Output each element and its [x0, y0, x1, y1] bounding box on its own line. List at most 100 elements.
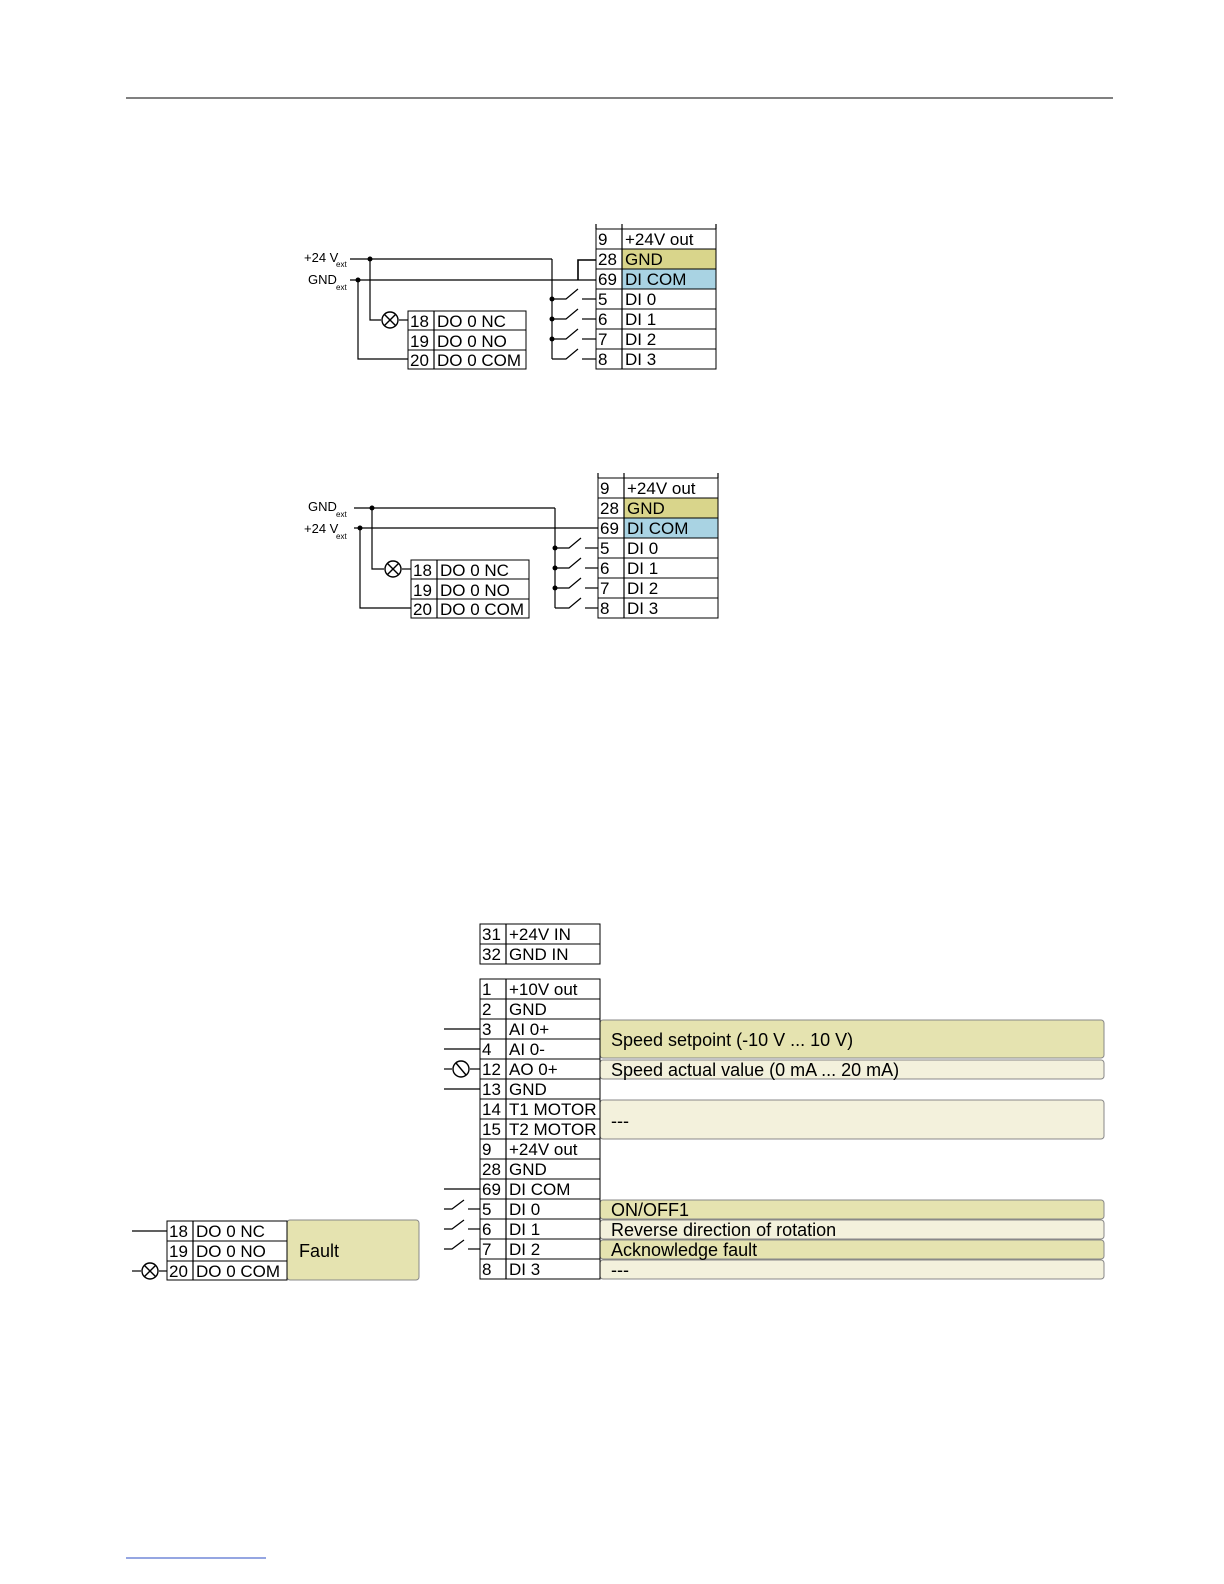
supply-label: GND	[308, 272, 337, 287]
terminal-label: DI 1	[625, 310, 656, 329]
terminal-num: 5	[482, 1200, 491, 1219]
terminal-assignment-diagram: Speed setpoint (-10 V ... 10 V) Speed ac…	[132, 923, 1105, 1281]
function-boxes: Speed setpoint (-10 V ... 10 V) Speed ac…	[599, 1019, 1105, 1280]
terminal-label: AI 0-	[509, 1040, 545, 1059]
terminal-num: 7	[598, 330, 607, 349]
wiring-2	[354, 505, 598, 609]
terminal-label: AI 0+	[509, 1020, 549, 1039]
function-box-di3	[599, 1259, 1105, 1280]
terminal-label: DI 2	[625, 330, 656, 349]
relay-num: 18	[413, 561, 432, 580]
terminal-num: 8	[482, 1260, 491, 1279]
relay-label: DO 0 COM	[196, 1262, 280, 1281]
function-motor-temp: ---	[611, 1111, 629, 1131]
relay-num: 18	[169, 1222, 188, 1241]
relay-num: 20	[413, 600, 432, 619]
terminal-num: 3	[482, 1020, 491, 1039]
terminal-num: 5	[598, 290, 607, 309]
relay-block-2: 18 DO 0 NC 19 DO 0 NO 20 DO 0 COM	[410, 559, 530, 619]
terminal-label: DI 0	[509, 1200, 540, 1219]
terminal-num: 2	[482, 1000, 491, 1019]
relay-label: DO 0 NC	[196, 1222, 265, 1241]
terminal-num: 32	[482, 945, 501, 964]
supply-label-sub: ext	[336, 510, 347, 519]
function-speed-setpoint: Speed setpoint (-10 V ... 10 V)	[611, 1030, 853, 1050]
terminal-label: DI COM	[625, 270, 686, 289]
terminal-label: DI COM	[509, 1180, 570, 1199]
function-di0: ON/OFF1	[611, 1200, 689, 1220]
terminal-label: AO 0+	[509, 1060, 558, 1079]
function-di2: Acknowledge fault	[611, 1240, 757, 1260]
function-box-motor-temp	[599, 1099, 1105, 1140]
wiring-diagram-2: 9 +24V out 28 GND 69 DI COM 5 DI 0 6 DI …	[304, 473, 719, 619]
terminal-num: 69	[598, 270, 617, 289]
relay-label: DO 0 COM	[437, 351, 521, 370]
terminal-num: 28	[482, 1160, 501, 1179]
function-di1: Reverse direction of rotation	[611, 1220, 836, 1240]
terminal-num: 13	[482, 1080, 501, 1099]
relay-label: DO 0 COM	[440, 600, 524, 619]
relay-label: DO 0 NO	[437, 332, 507, 351]
relay-block-3: Fault 18 DO 0 NC 19 DO 0 NO 20 DO 0 COM	[132, 1219, 420, 1281]
terminal-strip-1: 9 +24V out 28 GND 69 DI COM 5 DI 0 6 DI …	[595, 224, 717, 370]
external-wiring-3	[444, 1028, 480, 1250]
terminal-num: 8	[600, 599, 609, 618]
terminal-num: 15	[482, 1120, 501, 1139]
terminal-label: GND	[509, 1000, 547, 1019]
terminal-label: DI 0	[627, 539, 658, 558]
terminal-num: 7	[482, 1240, 491, 1259]
relay-num: 20	[169, 1262, 188, 1281]
terminal-num: 5	[600, 539, 609, 558]
terminal-label: +24V out	[627, 479, 696, 498]
terminal-num: 6	[600, 559, 609, 578]
terminal-label: GND	[509, 1080, 547, 1099]
terminal-num: 6	[482, 1220, 491, 1239]
lamp-icon	[384, 560, 402, 578]
relay-label: DO 0 NO	[440, 581, 510, 600]
terminal-label: +24V IN	[509, 925, 571, 944]
terminal-label: DI 3	[625, 350, 656, 369]
terminal-num: 9	[598, 230, 607, 249]
relay-num: 18	[410, 312, 429, 331]
terminal-num: 9	[600, 479, 609, 498]
function-speed-actual: Speed actual value (0 mA ... 20 mA)	[611, 1060, 899, 1080]
meter-icon	[452, 1060, 470, 1078]
terminal-num: 4	[482, 1040, 491, 1059]
terminal-label: GND IN	[509, 945, 569, 964]
relay-num: 19	[169, 1242, 188, 1261]
terminal-label: +24V out	[509, 1140, 578, 1159]
terminal-num: 28	[600, 499, 619, 518]
terminal-label: +24V out	[625, 230, 694, 249]
supply-label-sub: ext	[336, 283, 347, 292]
power-terminal-block: 31 +24V IN 32 GND IN	[479, 923, 601, 965]
supply-label: +24 V	[304, 250, 339, 265]
relay-num: 20	[410, 351, 429, 370]
supply-label: GND	[308, 499, 337, 514]
supply-label-sub: ext	[336, 532, 347, 541]
terminal-row	[479, 1258, 601, 1280]
relay-block-1: 18 DO 0 NC 19 DO 0 NO 20 DO 0 COM	[407, 310, 527, 370]
terminal-label: GND	[625, 250, 663, 269]
relay-num: 19	[410, 332, 429, 351]
relay-label: DO 0 NO	[196, 1242, 266, 1261]
terminal-num: 69	[482, 1180, 501, 1199]
terminal-label: +10V out	[509, 980, 578, 999]
wiring-1	[350, 256, 596, 360]
wiring-diagram-1: 9 +24V out 28 GND 69 DI COM 5 DI 0 6 DI …	[304, 224, 717, 370]
relay-label: DO 0 NC	[440, 561, 509, 580]
terminal-num: 69	[600, 519, 619, 538]
relay-label: DO 0 NC	[437, 312, 506, 331]
supply-label-sub: ext	[336, 260, 347, 269]
terminal-label: DI 0	[625, 290, 656, 309]
lamp-icon	[381, 311, 399, 329]
terminal-label: DI COM	[627, 519, 688, 538]
terminal-strip-2: 9 +24V out 28 GND 69 DI COM 5 DI 0 6 DI …	[597, 473, 719, 619]
function-di3: ---	[611, 1260, 629, 1280]
terminal-label: T1 MOTOR	[509, 1100, 597, 1119]
terminal-label: DI 1	[509, 1220, 540, 1239]
supply-label: +24 V	[304, 521, 339, 536]
terminal-label: DI 3	[627, 599, 658, 618]
terminal-num: 6	[598, 310, 607, 329]
relay-num: 19	[413, 581, 432, 600]
